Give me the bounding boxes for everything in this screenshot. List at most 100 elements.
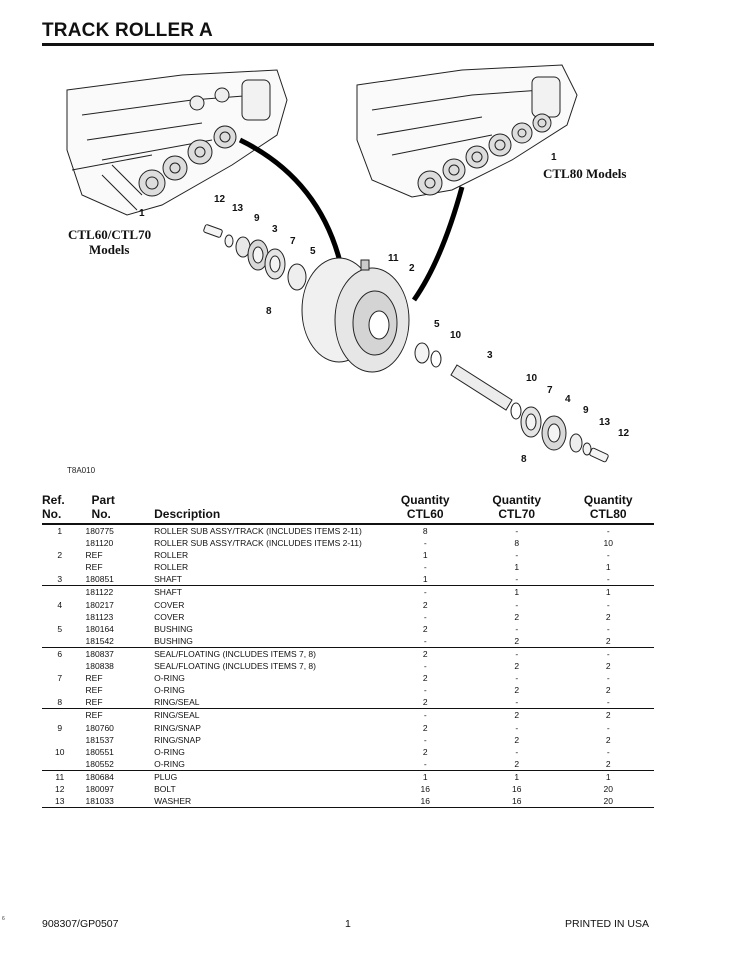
- cell-qty-ctl60: -: [423, 562, 427, 573]
- cell-qty-ctl60: -: [423, 538, 427, 549]
- cell-part: 181537: [85, 734, 114, 745]
- cell-part: 180760: [85, 722, 114, 733]
- cell-part: 180097: [85, 783, 114, 794]
- cell-description: RING/SEAL: [154, 710, 200, 721]
- cell-qty-ctl80: 20: [603, 783, 613, 794]
- cell-part: REF: [85, 710, 103, 721]
- cell-qty-ctl80: 2: [605, 734, 611, 745]
- footer-printed: PRINTED IN USA: [565, 918, 650, 930]
- callout-13: 13: [232, 203, 244, 214]
- corner-mark: 6: [2, 916, 5, 922]
- cell-description: SHAFT: [154, 573, 380, 587]
- cell-qty-ctl80: 1: [605, 587, 611, 598]
- cell-qty-ctl80: -: [562, 696, 654, 710]
- cell-part: 180552: [77, 757, 155, 771]
- cell-ref: [42, 537, 78, 549]
- cell-description: ROLLER SUB ASSY/TRACK (INCLUDES ITEMS 2-…: [154, 526, 362, 536]
- cell-qty-ctl70: 2: [471, 757, 563, 771]
- cell-ref: [42, 561, 78, 573]
- cell-qty-ctl70: 8: [514, 538, 520, 549]
- cell-ref: 2: [57, 550, 63, 561]
- cell-qty-ctl70: 1: [514, 587, 520, 598]
- callout-9: 9: [254, 213, 260, 224]
- cell-qty-ctl70: 2: [514, 661, 520, 672]
- cell-part: 180851: [77, 573, 155, 587]
- callout-labels: 1 1 12 13 9 3 7 5 8 11 2 5 10 3 10 7 4 9…: [139, 152, 630, 465]
- cell-part: REF: [85, 562, 103, 573]
- ctl60-ctl70-track-illustration: [66, 69, 288, 216]
- cell-qty-ctl70: 2: [514, 611, 520, 622]
- cell-part: 180164: [85, 623, 114, 634]
- cell-ref: 9: [57, 722, 63, 733]
- cell-qty-ctl60: 2: [422, 648, 428, 659]
- ctl80-models-label: CTL80 Models: [543, 166, 626, 181]
- cell-ref: 6: [57, 648, 63, 659]
- cell-qty-ctl70: 2: [471, 634, 563, 648]
- cell-ref: 11: [55, 771, 65, 782]
- cell-qty-ctl80: -: [562, 573, 654, 587]
- cell-description: O-RING: [154, 757, 380, 771]
- cell-ref: 3: [42, 573, 78, 587]
- cell-qty-ctl60: 2: [422, 623, 428, 634]
- cell-qty-ctl60: 1: [379, 573, 471, 587]
- cell-qty-ctl80: 2: [562, 757, 654, 771]
- callout-11: 11: [388, 253, 399, 264]
- cell-qty-ctl80: 2: [605, 611, 611, 622]
- cell-part: 181120: [85, 538, 114, 549]
- figure-code: T8A010: [67, 466, 96, 475]
- cell-qty-ctl60: 1: [422, 771, 428, 782]
- exploded-roller-parts: [203, 224, 609, 463]
- cell-description: PLUG: [154, 771, 178, 782]
- cell-ref: [42, 757, 78, 771]
- cell-qty-ctl80: 2: [605, 685, 611, 696]
- cell-description: BUSHING: [154, 623, 193, 634]
- cell-part: REF: [77, 696, 155, 710]
- cell-qty-ctl60: 1: [422, 550, 428, 561]
- cell-part: 180837: [85, 648, 114, 659]
- cell-part: 180684: [85, 771, 114, 782]
- cell-qty-ctl70: 2: [514, 734, 520, 745]
- cell-description: RING/SNAP: [154, 722, 201, 733]
- cell-ref: 10: [55, 746, 65, 757]
- cell-qty-ctl60: 16: [379, 795, 471, 809]
- cell-part: REF: [85, 685, 103, 696]
- cell-qty-ctl60: 8: [422, 526, 428, 536]
- cell-qty-ctl60: 2: [422, 599, 428, 610]
- cell-qty-ctl70: -: [515, 648, 519, 659]
- cell-description: RING/SEAL: [154, 696, 380, 710]
- callout-3: 3: [272, 224, 278, 235]
- cell-ref: [42, 709, 78, 722]
- cell-qty-ctl80: 1: [605, 562, 611, 573]
- cell-description: BUSHING: [154, 634, 380, 648]
- cell-part: 181542: [77, 634, 155, 648]
- cell-description: O-RING: [154, 746, 185, 757]
- cell-qty-ctl70: -: [515, 722, 519, 733]
- cell-qty-ctl70: -: [471, 696, 563, 710]
- cell-qty-ctl60: -: [423, 611, 427, 622]
- cell-qty-ctl60: 2: [422, 722, 428, 733]
- cell-qty-ctl80: 1: [605, 771, 611, 782]
- cell-qty-ctl80: -: [606, 722, 610, 733]
- cell-qty-ctl80: -: [606, 526, 610, 536]
- callout-7: 7: [547, 385, 553, 396]
- header-ref: Ref.No.: [42, 493, 65, 521]
- cell-part: 181122: [85, 587, 114, 598]
- cell-ref: [42, 684, 78, 696]
- cell-ref: 4: [57, 599, 63, 610]
- cell-qty-ctl80: 10: [603, 538, 613, 549]
